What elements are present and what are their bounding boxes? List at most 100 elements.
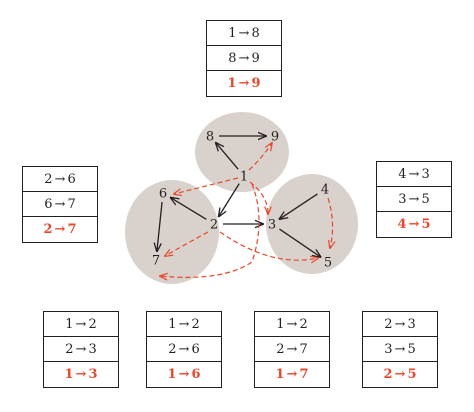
edge-1-to-8 [216, 143, 239, 170]
arrow-symbol: → [75, 367, 87, 382]
derived-edge-4-to-5 [327, 197, 333, 248]
node-5: 5 [324, 256, 332, 271]
relation-to: 6 [67, 171, 76, 187]
relation-from: 1 [167, 367, 177, 382]
relation-row: 2→6 [23, 167, 97, 192]
edge-4-to-3 [280, 193, 318, 219]
arrow-symbol: → [178, 341, 190, 357]
relation-from: 2 [65, 341, 74, 357]
arrow-symbol: → [286, 341, 298, 357]
derived-edge-1-to-7 [160, 183, 260, 277]
node-1: 1 [240, 170, 248, 185]
relation-row: 2→7 [255, 337, 329, 362]
derived-relation-row: 4→5 [377, 212, 451, 237]
relation-from: 2 [276, 341, 285, 357]
derived-relation-row: 1→7 [255, 362, 329, 387]
relation-row: 8→9 [207, 46, 281, 71]
arrow-symbol: → [408, 191, 420, 207]
relation-from: 2 [384, 316, 393, 332]
derived-edge-2-to-7 [165, 231, 209, 256]
relation-to: 8 [251, 25, 260, 41]
relation-to: 2 [299, 316, 308, 332]
relation-from: 4 [398, 166, 407, 182]
relation-row: 2→3 [44, 337, 118, 362]
relation-from: 3 [384, 341, 393, 357]
node-2: 2 [210, 218, 218, 233]
relation-from: 2 [383, 367, 393, 382]
relation-row: 6→7 [23, 192, 97, 217]
relation-to: 5 [407, 367, 417, 382]
derived-edge-1-to-9 [248, 143, 272, 171]
relation-from: 6 [44, 196, 53, 212]
arrow-symbol: → [238, 76, 250, 91]
relation-from: 2 [44, 171, 53, 187]
edge-6-to-7 [157, 201, 163, 251]
relation-row: 1→2 [255, 312, 329, 337]
relation-from: 1 [275, 367, 285, 382]
derived-relation-row: 2→5 [363, 362, 437, 387]
relation-to: 7 [299, 341, 308, 357]
relation-to: 3 [407, 316, 416, 332]
relation-row: 1→2 [44, 312, 118, 337]
relation-row: 4→3 [377, 162, 451, 187]
relation-to: 6 [191, 341, 200, 357]
arrow-symbol: → [394, 341, 406, 357]
arrow-symbol: → [54, 222, 66, 237]
relation-to: 2 [191, 316, 200, 332]
relation-to: 7 [299, 367, 309, 382]
relation-to: 9 [251, 76, 261, 91]
arrow-symbol: → [54, 196, 66, 212]
relation-from: 1 [65, 316, 74, 332]
relation-from: 3 [398, 191, 407, 207]
relation-to: 7 [67, 222, 77, 237]
relation-to: 9 [251, 50, 260, 66]
edges [157, 136, 333, 277]
relation-from: 1 [227, 76, 237, 91]
relation-from: 1 [168, 316, 177, 332]
relation-row: 2→3 [363, 312, 437, 337]
relation-from: 4 [397, 217, 407, 232]
relation-to: 2 [88, 316, 97, 332]
node-7: 7 [152, 254, 160, 269]
relation-to: 6 [191, 367, 201, 382]
arrow-symbol: → [178, 316, 190, 332]
relation-row: 2→6 [147, 337, 221, 362]
arrow-symbol: → [394, 367, 406, 382]
node-3: 3 [268, 218, 276, 233]
node-6: 6 [159, 187, 167, 202]
relation-to: 3 [421, 166, 430, 182]
arrow-symbol: → [408, 166, 420, 182]
edge-1-to-2 [219, 183, 240, 217]
relation-to: 5 [421, 217, 431, 232]
arrow-symbol: → [408, 217, 420, 232]
derived-edge-2-to-5 [219, 231, 318, 260]
relation-to: 3 [88, 341, 97, 357]
relation-from: 8 [228, 50, 237, 66]
arrow-symbol: → [286, 316, 298, 332]
arrow-symbol: → [54, 171, 66, 187]
derived-relation-row: 1→3 [44, 362, 118, 387]
node-4: 4 [321, 183, 329, 198]
relation-from: 1 [64, 367, 74, 382]
arrow-symbol: → [286, 367, 298, 382]
cluster-left [125, 180, 219, 284]
relation-row: 1→2 [147, 312, 221, 337]
relation-from: 2 [168, 341, 177, 357]
arrow-symbol: → [75, 316, 87, 332]
arrow-symbol: → [394, 316, 406, 332]
derived-relation-row: 1→6 [147, 362, 221, 387]
relation-from: 2 [43, 222, 53, 237]
arrow-symbol: → [238, 25, 250, 41]
relation-to: 7 [67, 196, 76, 212]
derived-edge-1-to-6 [174, 177, 239, 194]
relation-to: 5 [421, 191, 430, 207]
derived-edge-1-to-3 [249, 181, 268, 214]
